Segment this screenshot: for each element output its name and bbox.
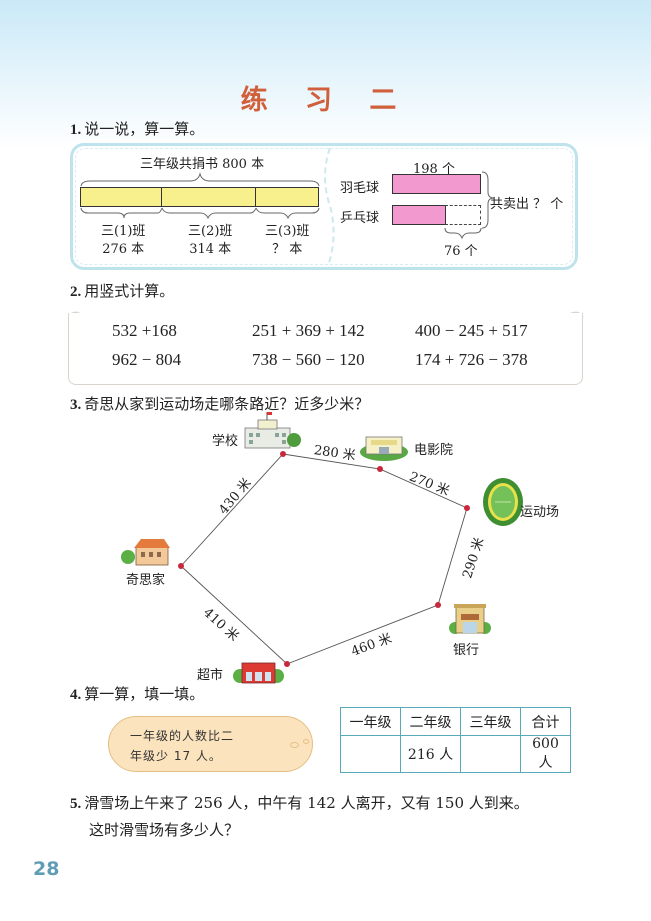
segment-class-3: 三(3)班？ 本 bbox=[265, 224, 310, 257]
thought-bubble bbox=[303, 739, 309, 744]
table-cell-total: 600 人 bbox=[520, 735, 571, 773]
table-header-row: 一年级 二年级 三年级 合计 bbox=[340, 707, 571, 736]
badminton-bar bbox=[392, 174, 481, 194]
divider-wave bbox=[324, 147, 335, 267]
question-2-heading: 2.用竖式计算。 bbox=[70, 280, 174, 301]
supermarket-icon bbox=[233, 662, 284, 684]
question-4-heading: 4.算一算，填一填。 bbox=[70, 683, 204, 704]
table-header: 二年级 bbox=[400, 707, 461, 736]
question-prompt: 用竖式计算。 bbox=[84, 282, 175, 300]
question-prompt: 奇思从家到运动场走哪条路近？近多少米？ bbox=[84, 395, 370, 413]
place-home: 奇思家 bbox=[126, 573, 166, 588]
question-3-heading: 3.奇思从家到运动场走哪条路近？近多少米？ bbox=[70, 393, 369, 414]
expression: 174 + 726 − 378 bbox=[415, 350, 528, 369]
sold-total-label: 共卖出 ？ 个 bbox=[490, 197, 564, 212]
question-line-1: 滑雪场上午来了 256 人，中午有 142 人离开，又有 150 人到来。 bbox=[84, 794, 529, 812]
question-5-line-2: 这时滑雪场有多少人？ bbox=[89, 821, 240, 839]
question-prompt: 算一算，填一填。 bbox=[84, 685, 205, 703]
pingpong-bar bbox=[392, 205, 446, 225]
bank-icon bbox=[449, 604, 491, 634]
difference-value: 76 个 bbox=[444, 244, 478, 259]
calc-expressions-frame bbox=[68, 313, 583, 385]
table-cell-grade1[interactable] bbox=[340, 735, 401, 773]
table-row: 216 人 600 人 bbox=[340, 735, 571, 773]
right-braces bbox=[444, 171, 495, 240]
badminton-label: 羽毛球 bbox=[340, 181, 380, 196]
pingpong-dashed-extension bbox=[445, 205, 481, 225]
table-cell-grade2: 216 人 bbox=[400, 735, 461, 773]
question-number: 4. bbox=[70, 687, 82, 703]
place-supermarket: 超市 bbox=[197, 668, 224, 683]
thought-cloud bbox=[108, 716, 313, 772]
question-5-heading: 5.滑雪场上午来了 256 人，中午有 142 人离开，又有 150 人到来。 bbox=[70, 792, 529, 813]
bar-class-3 bbox=[255, 187, 319, 207]
table-header: 一年级 bbox=[340, 707, 401, 736]
school-icon bbox=[244, 412, 301, 449]
page-title: 练 习 二 bbox=[240, 85, 411, 116]
page-number: 28 bbox=[33, 858, 60, 880]
place-school: 学校 bbox=[212, 434, 239, 449]
table-header: 三年级 bbox=[460, 707, 521, 736]
grade-table: 一年级 二年级 三年级 合计 216 人 600 人 bbox=[340, 707, 571, 773]
hint-text: 一年级的人数比二年级少 17 人。 bbox=[130, 729, 235, 763]
expression: 532 +168 bbox=[112, 321, 177, 340]
pingpong-label: 乒乓球 bbox=[340, 211, 380, 226]
badminton-value: 198 个 bbox=[413, 162, 455, 177]
expression: 962 − 804 bbox=[112, 350, 182, 369]
question-number: 5. bbox=[70, 796, 82, 812]
question-number: 1. bbox=[70, 122, 82, 138]
table-header: 合计 bbox=[520, 707, 571, 736]
question-number: 3. bbox=[70, 397, 82, 413]
expression: 251 + 369 + 142 bbox=[252, 321, 365, 340]
cinema-icon bbox=[360, 436, 408, 461]
question-1-heading: 1.说一说，算一算。 bbox=[70, 118, 204, 139]
thought-bubble bbox=[290, 742, 299, 748]
book-braces bbox=[80, 172, 320, 220]
header-gradient bbox=[0, 0, 651, 150]
home-icon bbox=[121, 539, 170, 566]
expression: 400 − 245 + 517 bbox=[415, 321, 528, 340]
table-cell-grade3[interactable] bbox=[460, 735, 521, 773]
question-number: 2. bbox=[70, 284, 82, 300]
expression: 738 − 560 − 120 bbox=[252, 350, 365, 369]
question-prompt: 说一说，算一算。 bbox=[84, 120, 205, 138]
stadium-icon bbox=[483, 478, 523, 526]
place-cinema: 电影院 bbox=[414, 443, 454, 458]
book-total-label: 三年级共捐书 800 本 bbox=[140, 157, 265, 172]
place-stadium: 运动场 bbox=[520, 505, 560, 520]
place-bank: 银行 bbox=[453, 643, 480, 658]
